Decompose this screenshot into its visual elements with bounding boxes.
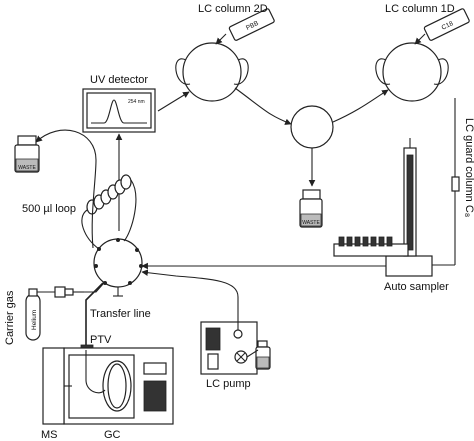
auto-sampler: Auto sampler xyxy=(333,138,449,293)
ms-label: MS xyxy=(41,429,58,441)
gc-label: GC xyxy=(104,429,121,441)
sample-loop: 500 µl loop xyxy=(22,174,137,250)
waste-bottle-top: WASTE xyxy=(14,129,97,249)
valve-2d xyxy=(182,42,242,102)
line-middle-to-1d xyxy=(332,89,389,123)
waste-middle-label: WASTE xyxy=(302,220,320,226)
waste-top-label: WASTE xyxy=(18,165,36,171)
auto-sampler-label: Auto sampler xyxy=(384,281,449,293)
gc-instrument: GC xyxy=(63,347,174,441)
lc-column-1d-label: LC column 1D xyxy=(385,3,455,15)
ptv-label: PTV xyxy=(90,334,112,346)
helium-cylinder: Helium Carrier gas xyxy=(4,286,84,345)
waste-bottle-middle: WASTE xyxy=(299,189,323,228)
uv-wavelength: 254 nm xyxy=(128,99,145,105)
loop-2d-left xyxy=(175,58,191,85)
guard-column-label: LC guard column C₈ xyxy=(463,118,474,217)
lc-pump-label: LC pump xyxy=(206,378,251,390)
valve-middle xyxy=(290,105,334,149)
lc-column-2d-label: LC column 2D xyxy=(198,3,268,15)
loop-1d-left xyxy=(375,58,391,85)
loop-1d-right xyxy=(433,58,449,85)
loop-label: 500 µl loop xyxy=(22,203,76,215)
column-1d-name: C18 xyxy=(441,20,455,32)
main-valve-group xyxy=(93,238,143,297)
middle-valve-group: WASTE xyxy=(234,87,389,228)
column-2d-group: PBB LC column 2D xyxy=(175,3,275,102)
transfer-line: Transfer line PTV xyxy=(80,282,151,351)
ms-instrument: MS xyxy=(41,347,72,441)
lc-pump: LC pump xyxy=(141,269,271,390)
helium-label: Helium xyxy=(31,310,38,330)
column-2d-name: PBB xyxy=(245,20,260,32)
guard-column: LC guard column C₈ xyxy=(432,98,474,266)
valve-1d xyxy=(382,42,442,102)
column-2d: PBB xyxy=(228,8,275,41)
loop-2d-right xyxy=(233,58,249,85)
uv-detector-label: UV detector xyxy=(90,74,148,86)
column-1d-group: C18 LC column 1D xyxy=(375,3,470,102)
transfer-line-label: Transfer line xyxy=(90,308,151,320)
valve-main xyxy=(93,238,143,288)
carrier-gas-label: Carrier gas xyxy=(4,290,16,345)
column-1d: C18 xyxy=(423,8,470,41)
line-2d-to-middle xyxy=(234,87,292,125)
uv-detector: 254 nm UV detector xyxy=(82,74,190,231)
